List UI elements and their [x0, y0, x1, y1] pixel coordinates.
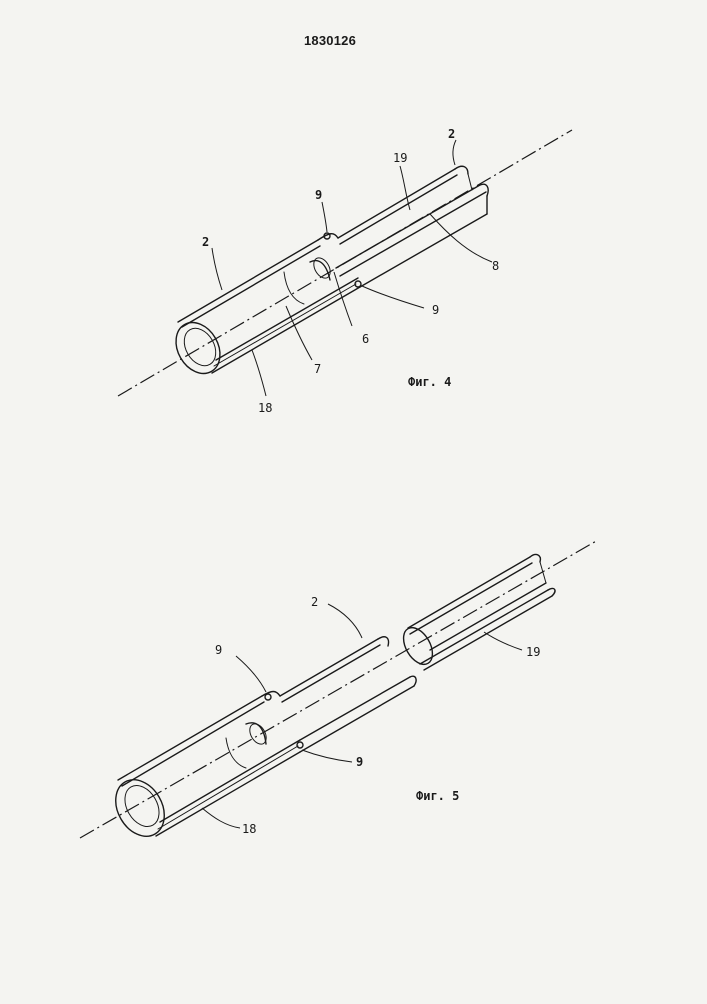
fig5-tube-body: [106, 696, 300, 845]
fig4-leader-9-top: [322, 202, 327, 232]
fig5-leader-9-top: [236, 656, 266, 692]
fig4-leader-8: [430, 214, 492, 262]
fig5-label-2: 2: [311, 595, 318, 609]
fig4-leader-6: [334, 272, 352, 326]
fig4-leader-2-top: [453, 140, 456, 165]
fig5-caption: Фиг. 5: [416, 789, 459, 803]
fig4-insert-19: [336, 166, 488, 287]
fig5-label-18: 18: [242, 822, 256, 836]
fig4-label-9-right: 9: [432, 303, 439, 317]
fig4-leader-19: [400, 166, 410, 210]
fig5-sleeve-2: [280, 637, 416, 752]
fig4-label-2-top: 2: [448, 127, 455, 141]
fig4-label-7: 7: [314, 362, 321, 376]
figure-4: 2 2 19 9 8 9 6 7 18 Фиг. 4: [118, 127, 572, 415]
fig4-label-18: 18: [258, 401, 272, 415]
fig5-leader-2: [328, 604, 362, 638]
fig5-leader-18: [202, 808, 240, 828]
fig5-label-9-top: 9: [215, 643, 222, 657]
fig5-center-axis: [80, 540, 598, 838]
fig4-leader-18: [252, 350, 266, 396]
patent-number: 1830126: [304, 33, 356, 48]
fig5-label-19: 19: [526, 645, 540, 659]
fig5-label-9-bottom: 9: [356, 755, 363, 769]
fig5-leader-9-bottom: [302, 750, 352, 762]
figure-5: 2 9 9 19 18 Фиг. 5: [80, 540, 598, 845]
fig4-leader-7: [286, 306, 312, 360]
fig4-leader-9-right: [362, 286, 424, 308]
fig5-leader-19: [484, 632, 522, 650]
fig4-label-6: 6: [362, 332, 369, 346]
fig4-leader-2-left: [212, 248, 222, 290]
fig4-label-2-left: 2: [202, 235, 209, 249]
fig4-label-8: 8: [492, 259, 499, 273]
fig4-label-9-top: 9: [315, 188, 322, 202]
fig4-caption: Фиг. 4: [408, 375, 451, 389]
fig4-label-19: 19: [393, 151, 407, 165]
